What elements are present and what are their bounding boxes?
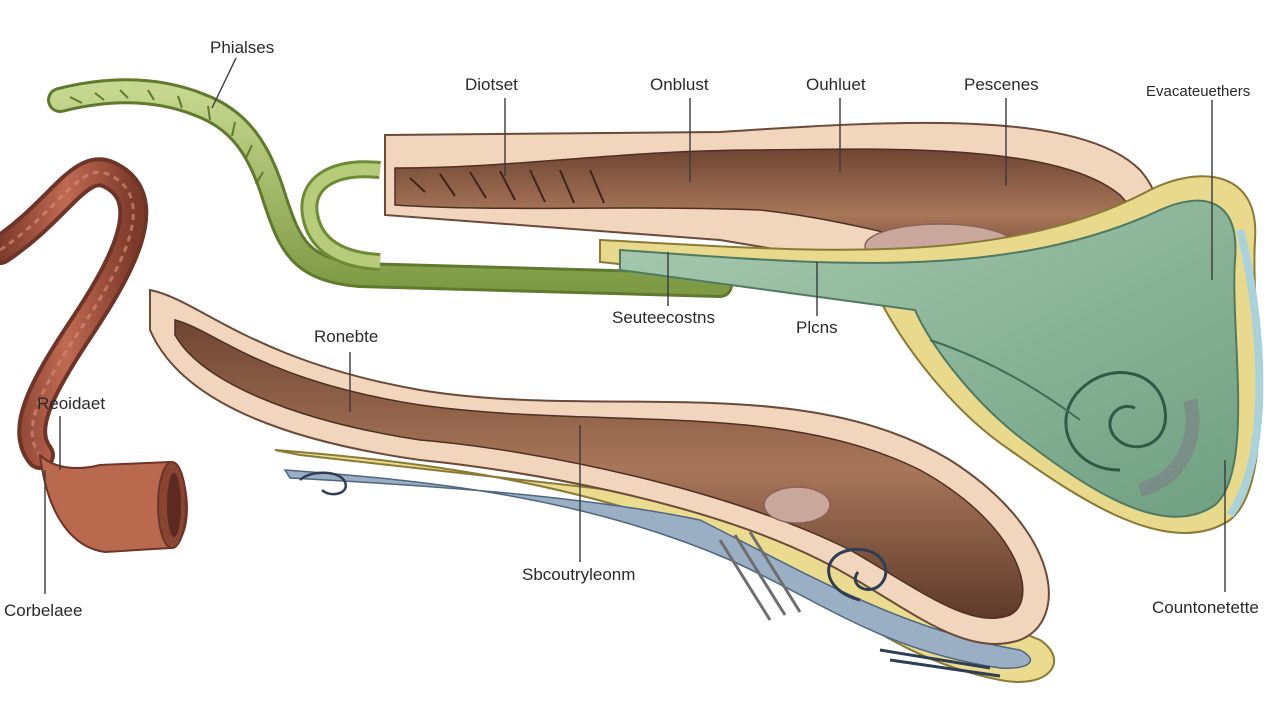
label-plcns: Plcns (796, 318, 838, 337)
green-coiled-tube (47, 78, 733, 298)
label-diotset: Diotset (465, 75, 518, 94)
label-seuteecostns: Seuteecostns (612, 308, 715, 327)
right-spiral-organ (599, 175, 1264, 535)
label-ronebte: Ronebte (314, 327, 378, 346)
leader-lines (44, 57, 1226, 594)
lower-tube (149, 288, 1056, 683)
label-onblust: Onblust (650, 75, 709, 94)
label-corbelaee: Corbelaee (4, 601, 82, 620)
label-ouhluet: Ouhluet (806, 75, 866, 94)
label-pescenes: Pescenes (964, 75, 1039, 94)
label-phialses: Phialses (210, 38, 274, 57)
label-evacateuethers: Evacateuethers (1146, 83, 1250, 100)
label-sbcoutryleonm: Sbcoutryleonm (522, 565, 635, 584)
label-reoidaet: Reoidaet (37, 394, 105, 413)
left-funnel (38, 452, 188, 554)
left-curved-duct (0, 157, 149, 470)
label-countonetette: Countonetette (1152, 598, 1259, 617)
